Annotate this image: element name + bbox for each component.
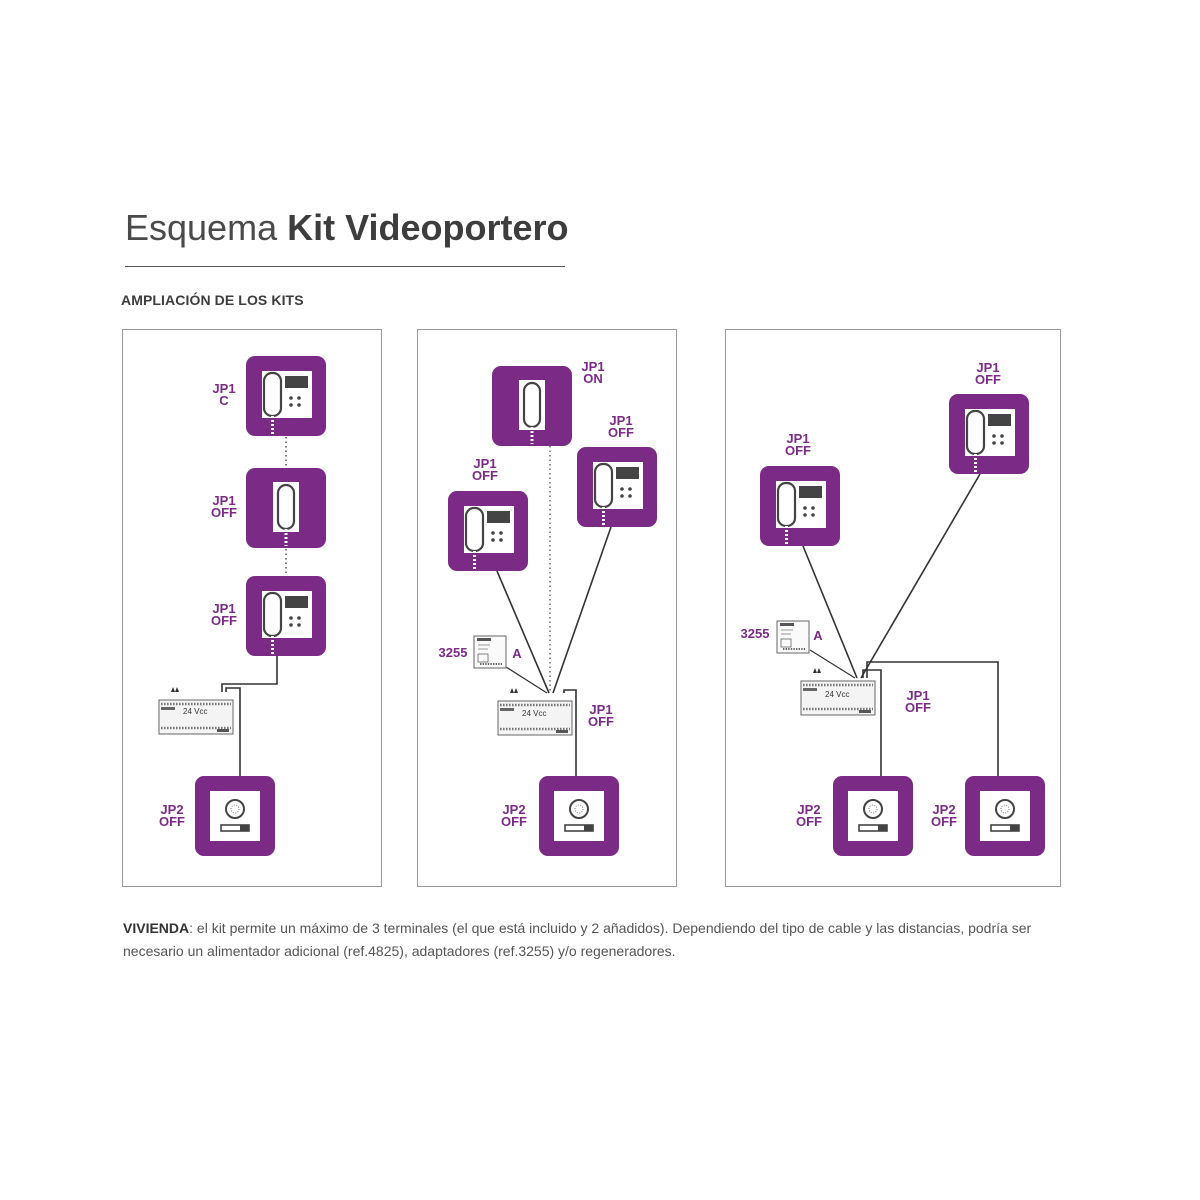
psu-voltage-label: 24 Vcc <box>522 709 546 718</box>
wire <box>860 473 981 679</box>
wire <box>802 545 858 679</box>
adapter-ref-label: 3255 <box>439 645 468 660</box>
wire <box>809 649 856 679</box>
wire <box>505 666 548 694</box>
adapter-letter-label: A <box>512 646 522 661</box>
panel-2-frame <box>417 329 677 887</box>
footnote-bold: VIVIENDA <box>123 920 190 936</box>
wire <box>563 689 577 776</box>
door-panel-icon <box>538 775 620 857</box>
video-monitor-icon <box>244 354 328 438</box>
psu-voltage-label: 24 Vcc <box>825 690 849 699</box>
page-title: Esquema Kit Videoportero <box>125 205 568 251</box>
title-underline <box>125 266 565 267</box>
adapter-letter-label: A <box>813 628 823 643</box>
video-monitor-icon <box>758 464 842 548</box>
section-subtitle: AMPLIACIÓN DE LOS KITS <box>121 292 304 308</box>
footnote-text: : el kit permite un máximo de 3 terminal… <box>123 920 1032 959</box>
wire <box>496 570 550 694</box>
adapter-icon <box>473 635 507 669</box>
video-monitor-icon <box>446 489 530 573</box>
wire <box>221 656 278 692</box>
panel-1-frame <box>122 329 382 887</box>
page-title-light: Esquema <box>125 207 278 248</box>
adapter-icon <box>776 620 810 654</box>
door-panel-icon <box>964 775 1046 857</box>
wire <box>866 661 999 776</box>
door-panel-icon <box>194 775 276 857</box>
audio-handset-icon <box>244 466 328 550</box>
footnote: VIVIENDA: el kit permite un máximo de 3 … <box>123 917 1043 963</box>
video-monitor-icon <box>575 445 659 529</box>
audio-handset-icon <box>490 364 574 448</box>
video-monitor-icon <box>947 392 1031 476</box>
wire <box>225 687 241 776</box>
wire <box>862 669 882 776</box>
page-title-bold: Kit Videoportero <box>287 207 569 248</box>
panel-3-frame <box>725 329 1061 887</box>
door-panel-icon <box>832 775 914 857</box>
psu-voltage-label: 24 Vcc <box>183 707 207 716</box>
video-monitor-icon <box>244 574 328 658</box>
wire <box>552 526 612 694</box>
adapter-ref-label: 3255 <box>741 626 770 641</box>
